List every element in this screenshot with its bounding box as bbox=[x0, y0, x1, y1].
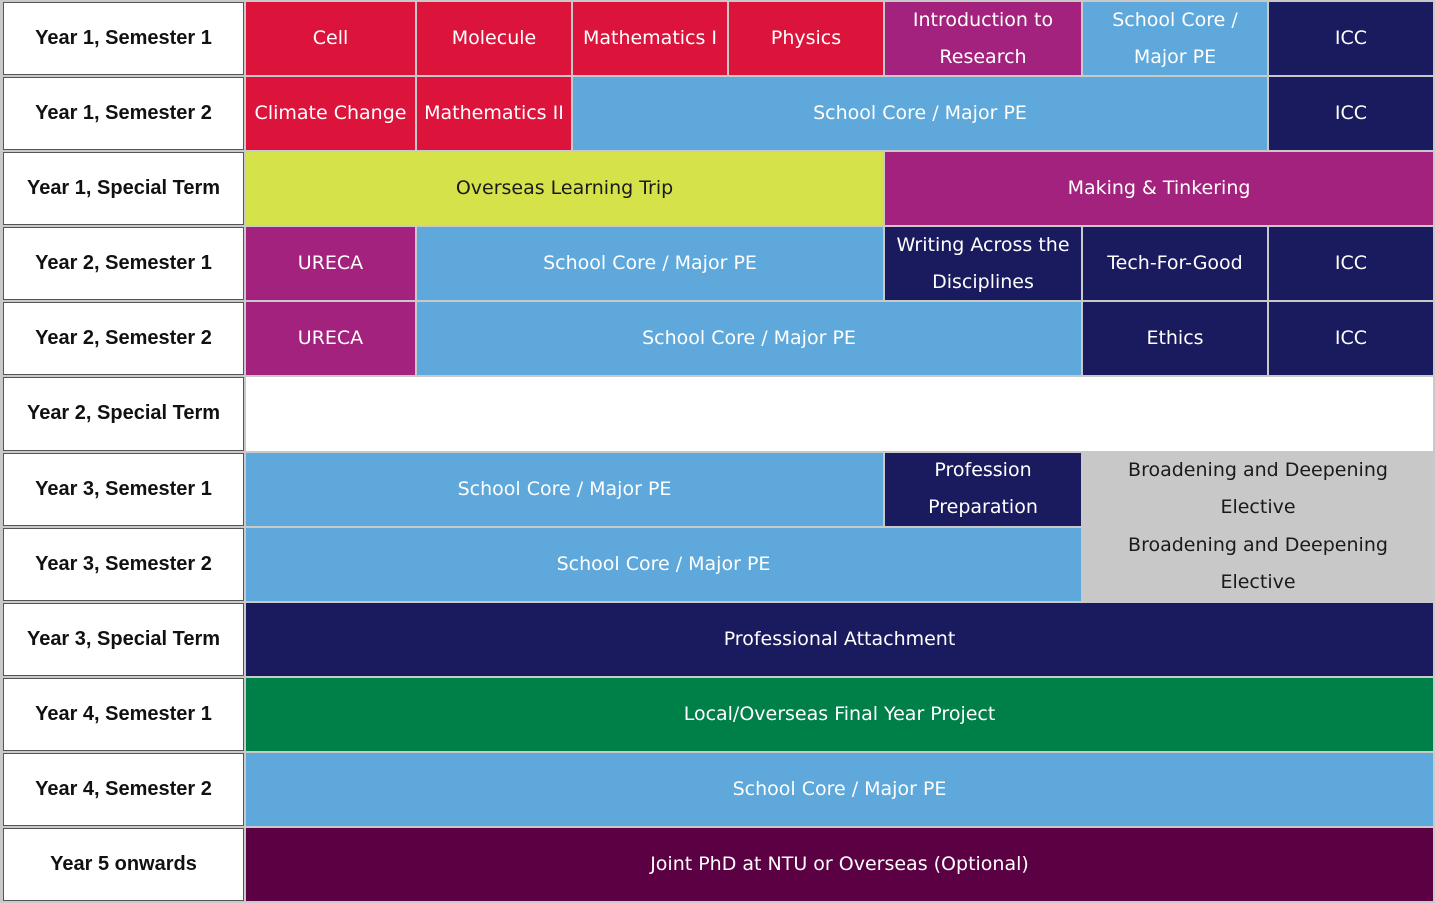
row-label-year-2-semester-2: Year 2, Semester 2 bbox=[3, 302, 244, 376]
course-block-ureca: URECA bbox=[246, 302, 415, 376]
course-block-ureca: URECA bbox=[246, 227, 415, 301]
course-block-mathematics-i: Mathematics I bbox=[573, 2, 727, 76]
course-block-molecule: Molecule bbox=[417, 2, 571, 76]
row-label-year-4-semester-1: Year 4, Semester 1 bbox=[3, 677, 244, 751]
course-block-physics: Physics bbox=[729, 2, 883, 76]
course-block-overseas-learning-trip: Overseas Learning Trip bbox=[246, 152, 883, 226]
row-label-year-2-semester-1: Year 2, Semester 1 bbox=[3, 227, 244, 301]
course-block-mathematics-ii: Mathematics II bbox=[417, 77, 571, 151]
empty-cell bbox=[246, 377, 1433, 451]
row-label-year-3-special-term: Year 3, Special Term bbox=[3, 602, 244, 676]
course-block-school-core-major-pe: School Core / Major PE bbox=[417, 302, 1081, 376]
course-block-school-core-major-pe: School Core / Major PE bbox=[1083, 2, 1267, 76]
course-block-broadening-and-deepening-elective: Broadening and Deepening Elective bbox=[1083, 527, 1433, 601]
row-label-year-4-semester-2: Year 4, Semester 2 bbox=[3, 752, 244, 826]
course-block-school-core-major-pe: School Core / Major PE bbox=[246, 527, 1081, 601]
course-block-icc: ICC bbox=[1269, 2, 1433, 76]
row-label-year-2-special-term: Year 2, Special Term bbox=[3, 377, 244, 451]
course-block-writing-across-the-disciplines: Writing Across the Disciplines bbox=[885, 227, 1081, 301]
course-block-climate-change: Climate Change bbox=[246, 77, 415, 151]
course-block-school-core-major-pe: School Core / Major PE bbox=[246, 752, 1433, 826]
course-block-making-tinkering: Making & Tinkering bbox=[885, 152, 1433, 226]
course-block-school-core-major-pe: School Core / Major PE bbox=[573, 77, 1267, 151]
course-block-broadening-and-deepening-elective: Broadening and Deepening Elective bbox=[1083, 452, 1433, 526]
course-block-icc: ICC bbox=[1269, 77, 1433, 151]
course-block-joint-phd-at-ntu-or-overseas-optional: Joint PhD at NTU or Overseas (Optional) bbox=[246, 827, 1433, 901]
course-block-cell: Cell bbox=[246, 2, 415, 76]
row-label-year-1-special-term: Year 1, Special Term bbox=[3, 152, 244, 226]
course-block-icc: ICC bbox=[1269, 227, 1433, 301]
course-block-icc: ICC bbox=[1269, 302, 1433, 376]
course-block-profession-preparation: Profession Preparation bbox=[885, 452, 1081, 526]
row-label-year-3-semester-2: Year 3, Semester 2 bbox=[3, 527, 244, 601]
course-block-school-core-major-pe: School Core / Major PE bbox=[417, 227, 883, 301]
course-block-introduction-to-research: Introduction to Research bbox=[885, 2, 1081, 76]
course-block-ethics: Ethics bbox=[1083, 302, 1267, 376]
course-block-professional-attachment: Professional Attachment bbox=[246, 602, 1433, 676]
row-label-year-1-semester-1: Year 1, Semester 1 bbox=[3, 2, 244, 76]
course-block-school-core-major-pe: School Core / Major PE bbox=[246, 452, 883, 526]
row-label-year-3-semester-1: Year 3, Semester 1 bbox=[3, 452, 244, 526]
row-label-year-5-onwards: Year 5 onwards bbox=[3, 827, 244, 901]
course-block-local-overseas-final-year-project: Local/Overseas Final Year Project bbox=[246, 677, 1433, 751]
course-block-tech-for-good: Tech-For-Good bbox=[1083, 227, 1267, 301]
row-label-year-1-semester-2: Year 1, Semester 2 bbox=[3, 77, 244, 151]
